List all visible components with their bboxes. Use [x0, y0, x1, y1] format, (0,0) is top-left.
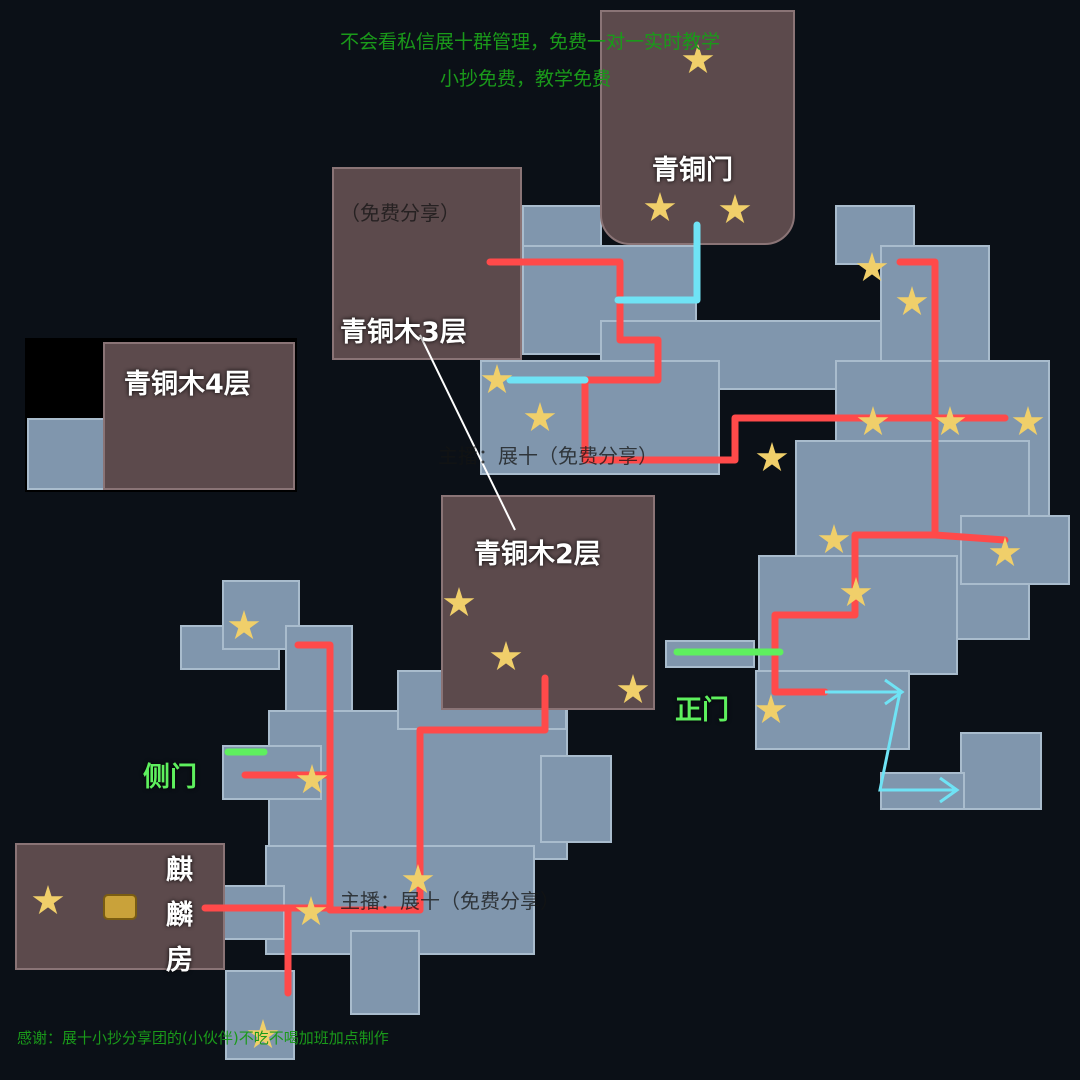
pointer-line — [419, 334, 516, 531]
tree2-label: 青铜木2层 — [474, 539, 601, 570]
qilin-label-2: 麟 — [166, 900, 193, 931]
arrow-head — [939, 776, 960, 804]
qilin-label-3: 房 — [166, 945, 193, 976]
watermark: 主播：展十（免费分享） — [438, 444, 658, 468]
room — [27, 418, 105, 490]
room — [960, 732, 1042, 810]
header-line2: 小抄免费，教学免费 — [440, 68, 612, 90]
watermark: 主播：展十（免费分享） — [340, 889, 560, 913]
room — [225, 970, 295, 1060]
room — [350, 930, 420, 1015]
route-red — [486, 258, 1009, 464]
tree3-label: 青铜木3层 — [340, 317, 467, 348]
tree4-label: 青铜木4层 — [124, 369, 251, 400]
route-cyan — [614, 221, 701, 304]
header-line1: 不会看私信展十群管理，免费一对一实时教学 — [340, 31, 721, 53]
route-red — [771, 258, 939, 696]
arrow-head — [884, 678, 905, 706]
room — [540, 755, 612, 843]
tree4-room — [103, 342, 295, 490]
room — [285, 625, 353, 715]
side-gate-label: 侧门 — [143, 762, 197, 793]
room — [755, 670, 910, 750]
bronze-gate-label: 青铜门 — [652, 155, 733, 186]
footer-credit: 感谢：展十小抄分享团的(小伙伴)不吃不喝加班加点制作 — [17, 1029, 389, 1047]
treasure-chest-icon — [103, 894, 137, 920]
arrow-cyan — [825, 690, 955, 792]
main-gate-label: 正门 — [675, 695, 729, 726]
watermark: （免费分享） — [340, 201, 460, 225]
tree2-room — [441, 495, 655, 710]
qilin-label-1: 麒 — [166, 855, 193, 886]
route-red — [931, 531, 1009, 544]
route-red — [294, 641, 549, 914]
